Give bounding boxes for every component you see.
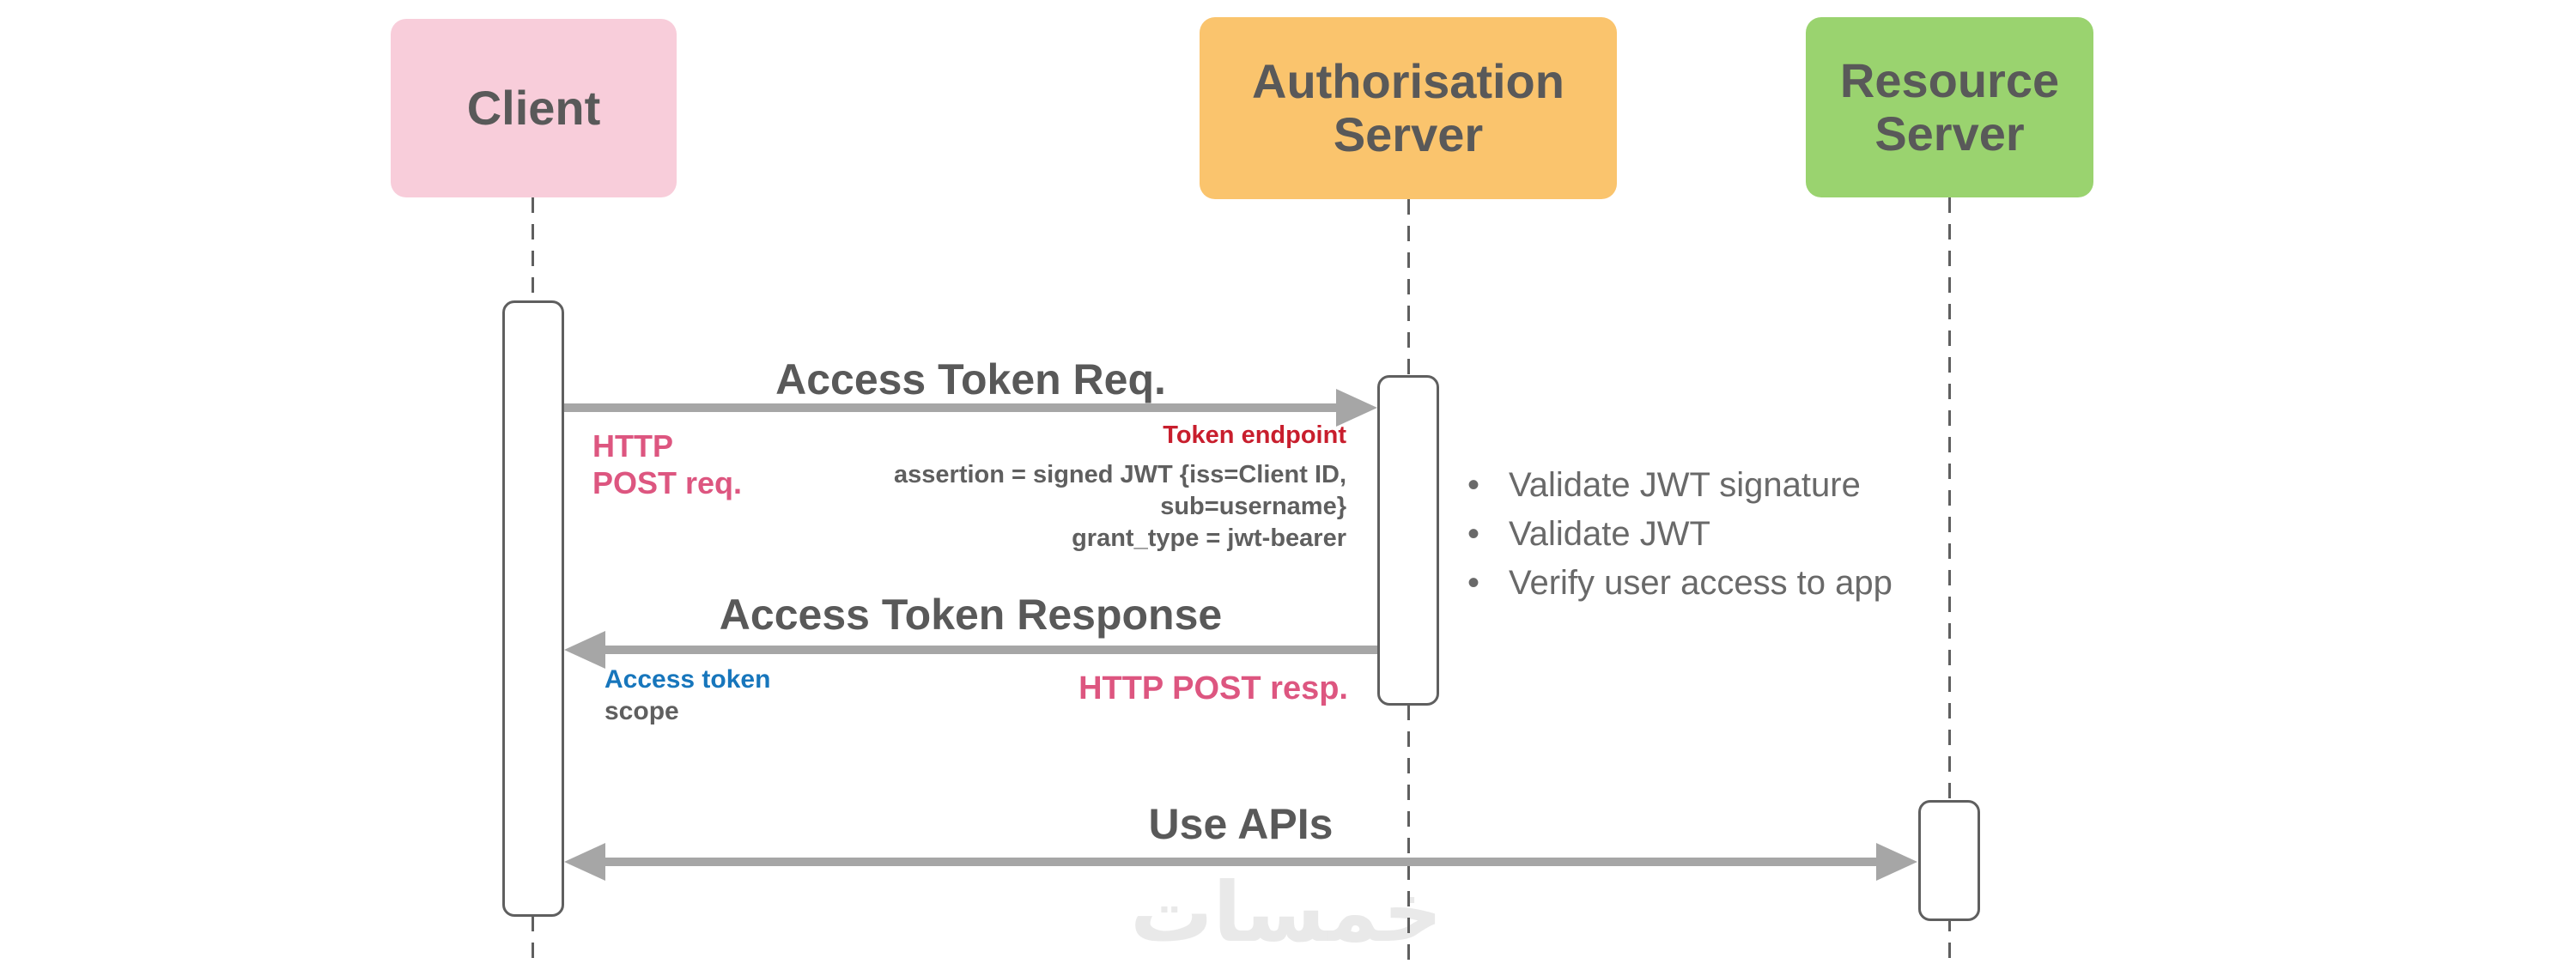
param-line-assertion: assertion = signed JWT {iss=Client ID, (894, 461, 1346, 488)
label-http-post-resp: HTTP POST resp. (1078, 670, 1348, 706)
lifeline-resource-server (1948, 197, 1951, 963)
label-scope: scope (605, 697, 679, 725)
activation-authorisation-server (1377, 375, 1439, 706)
message-title-access-token-req: Access Token Req. (775, 355, 1166, 403)
activation-client (502, 300, 564, 917)
actor-resource-server-label: Resource Server (1839, 53, 2060, 161)
actor-authorisation-server: Authorisation Server (1200, 17, 1617, 199)
activation-resource-server (1918, 800, 1980, 921)
message-title-use-apis: Use APIs (1148, 800, 1334, 848)
task-item: • Validate JWT (1467, 510, 1895, 559)
bullet-icon: • (1467, 564, 1480, 602)
response-arrowhead-icon (564, 631, 605, 669)
bullet-icon: • (1467, 466, 1480, 504)
task-text: Verify user access to app (1509, 564, 1893, 602)
use-apis-arrowhead-right-icon (1876, 843, 1917, 881)
use-apis-arrowhead-left-icon (564, 843, 605, 881)
response-arrow (604, 646, 1377, 654)
actor-client: Client (391, 19, 677, 197)
actor-client-label: Client (466, 81, 601, 135)
label-access-token: Access token (605, 665, 771, 694)
task-item: • Validate JWT signature (1467, 461, 1895, 510)
param-line-sub: sub=username} (1160, 493, 1346, 520)
actor-authorisation-server-label: Authorisation Server (1252, 54, 1564, 161)
request-arrow (564, 403, 1340, 412)
label-token-endpoint: Token endpoint (1163, 421, 1346, 449)
task-item: • Verify user access to app (1467, 559, 1895, 608)
message-title-access-token-response: Access Token Response (719, 591, 1223, 639)
label-http-post-req: HTTP POST req. (592, 428, 743, 500)
label-assertion-params: assertion = signed JWT {iss=Client ID, s… (780, 459, 1346, 555)
param-line-grant-type: grant_type = jwt-bearer (1072, 524, 1346, 552)
task-text: Validate JWT (1509, 515, 1710, 553)
request-arrowhead-icon (1336, 389, 1377, 427)
task-text: Validate JWT signature (1509, 466, 1861, 504)
bullet-icon: • (1467, 515, 1480, 553)
use-apis-arrow (604, 858, 1878, 866)
auth-server-tasks-list: • Validate JWT signature • Validate JWT … (1467, 461, 1897, 608)
khamsat-watermark: خمسات (1130, 864, 1443, 961)
actor-resource-server: Resource Server (1806, 17, 2093, 197)
